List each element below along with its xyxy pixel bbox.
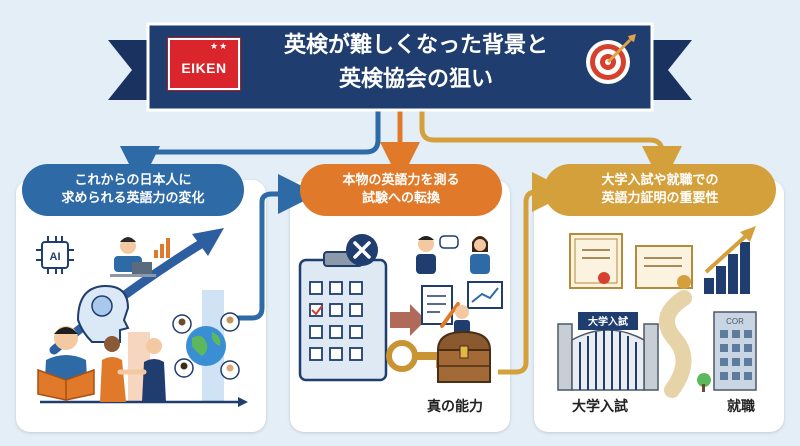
certificate-icon [569, 233, 623, 289]
logo-text: EIKEN [181, 60, 227, 76]
caption-university: 大学入試 [572, 399, 628, 415]
panel-heading-right: 大学入試や就職での 英語力証明の重要性 [544, 164, 776, 216]
handshake-people-icon [100, 336, 166, 402]
target-icon [586, 34, 636, 84]
panel-heading-left: これからの日本人に 求められる英語力の変化 [22, 164, 244, 216]
panel-heading-left-line1: これからの日本人に [74, 173, 192, 188]
pill-shape-center [300, 164, 502, 216]
document-pen-icon [421, 285, 460, 328]
transition-arrow-icon [390, 304, 426, 336]
pill-shape-left [22, 164, 244, 216]
connector-left-to-center [232, 174, 318, 321]
connector-right [419, 110, 682, 186]
growth-steps-icon [704, 226, 756, 294]
remote-worker-icon [110, 237, 170, 277]
x-mark-icon [346, 234, 378, 266]
reading-student-icon [37, 326, 95, 401]
university-gate-icon: 大学入試 [557, 312, 659, 391]
connector-center-to-right [498, 172, 572, 375]
eiken-logo: ★★ EIKEN [168, 38, 240, 90]
panel-heading-left-line2: 求められる英語力の変化 [61, 191, 205, 206]
globe-network-icon [172, 312, 240, 380]
caption-employment: 就職 [727, 399, 755, 415]
caption-true-ability: 真の能力 [427, 399, 483, 415]
ai-chip-icon: AI [36, 236, 74, 274]
title-line2: 英検協会の狙い [338, 67, 493, 92]
clipboard-checklist-icon [298, 251, 388, 382]
left-panel-illustration: AI [36, 228, 248, 407]
panel-heading-center-line2: 試験への転換 [361, 191, 440, 206]
connector-left [120, 110, 381, 186]
presenter-icon [454, 281, 503, 338]
pill-shape-right [544, 164, 776, 216]
winding-path-icon [659, 290, 692, 398]
panel-heading-center: 本物の英語力を測る 試験への転換 [300, 164, 502, 216]
panel-heading-right-line2: 英語力証明の重要性 [601, 191, 719, 206]
treasure-chest-icon [436, 330, 492, 383]
panel-heading-right-line1: 大学入試や就職での [601, 173, 719, 188]
title-line1: 英検が難しくなった背景と [283, 33, 548, 58]
logo-stars: ★★ [210, 42, 229, 52]
office-building-icon: COR [697, 311, 757, 392]
brain-head-icon [76, 284, 130, 343]
diploma-icon [635, 245, 693, 289]
right-panel-illustration: 大学入試 COR [557, 226, 757, 398]
interview-people-icon [416, 235, 490, 274]
office-building-sign: COR [726, 317, 744, 326]
panel-heading-center-line1: 本物の英語力を測る [342, 173, 460, 188]
university-gate-sign: 大学入試 [588, 315, 628, 328]
center-panel-illustration [298, 234, 503, 383]
ai-chip-label: AI [50, 251, 61, 263]
